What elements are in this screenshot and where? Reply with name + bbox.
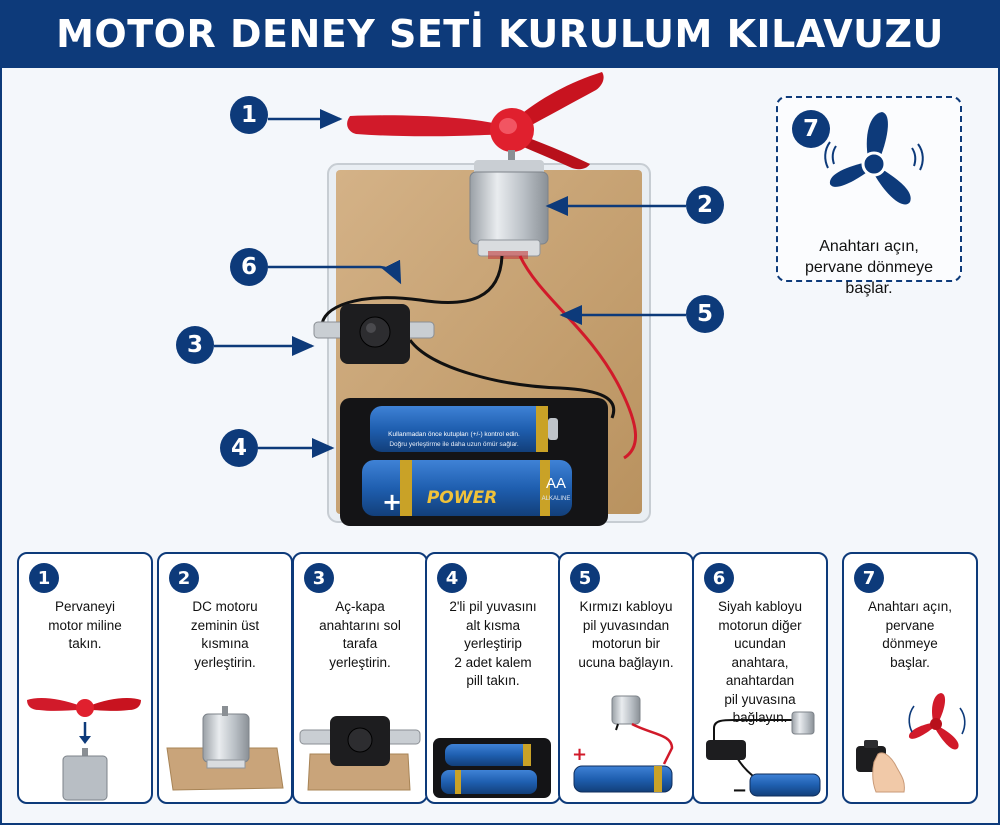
callout-1: 1 (230, 96, 268, 134)
battery-brand: POWER (427, 488, 497, 508)
switch-icon (313, 304, 435, 364)
plus-sign: + (572, 744, 587, 765)
result-note-text: Anahtarı açın, pervane dönmeye başlar. (804, 238, 934, 297)
red-wire-connection-icon: + (572, 695, 674, 793)
black-wire-switch-to-battery (408, 339, 616, 419)
propeller-motor-icon (27, 698, 141, 801)
black-wire-motor-to-switch (320, 255, 504, 329)
title-bar: MOTOR DENEY SETİ KURULUM KILAVUZU (0, 0, 1000, 68)
result-note: 7 Anahtarı açın, pervane dönmeye başlar. (776, 96, 962, 297)
propeller-icon (347, 72, 604, 170)
battery-label-line2: Doğru yerleştirme ile daha uzun ömür sağ… (389, 441, 519, 448)
battery-size: AA (546, 475, 566, 492)
step-number: 3 (304, 563, 334, 593)
callout-3: 3 (176, 326, 214, 364)
battery-label-line1: Kullanmadan önce kutupları (+/-) kontrol… (388, 431, 520, 438)
step-number: 4 (437, 563, 467, 593)
main-illustration: Kullanmadan önce kutupları (+/-) kontrol… (0, 68, 1000, 543)
spinning-fan-icon (824, 112, 924, 205)
callout-2: 2 (686, 186, 724, 224)
battery-holder-icon: Kullanmadan önce kutupları (+/-) kontrol… (340, 398, 608, 526)
page-title: MOTOR DENEY SETİ KURULUM KILAVUZU (56, 12, 944, 56)
callout-6: 6 (230, 248, 268, 286)
red-wire (518, 255, 637, 460)
dc-motor-icon (469, 160, 549, 259)
step-number: 6 (704, 563, 734, 593)
callout-5: 5 (686, 295, 724, 333)
battery-type: ALKALINE (542, 496, 571, 502)
minus-sign: − (732, 780, 747, 801)
step-number: 5 (570, 563, 600, 593)
black-wire-connection-icon: − (706, 711, 821, 801)
callout-4: 4 (220, 429, 258, 467)
arrow-6 (268, 259, 402, 285)
step-number: 2 (169, 563, 199, 593)
svg-text:+: + (382, 488, 402, 516)
step-number: 7 (854, 563, 884, 593)
callout-7: 7 (792, 110, 830, 148)
hand-switch-fan-icon (856, 693, 966, 793)
battery-holder-thumb-icon (433, 738, 551, 798)
switch-on-board-icon (299, 716, 421, 791)
motor-on-board-icon (166, 706, 284, 791)
assembly-diagram: Kullanmadan önce kutupları (+/-) kontrol… (214, 72, 686, 526)
step-number: 1 (29, 563, 59, 593)
